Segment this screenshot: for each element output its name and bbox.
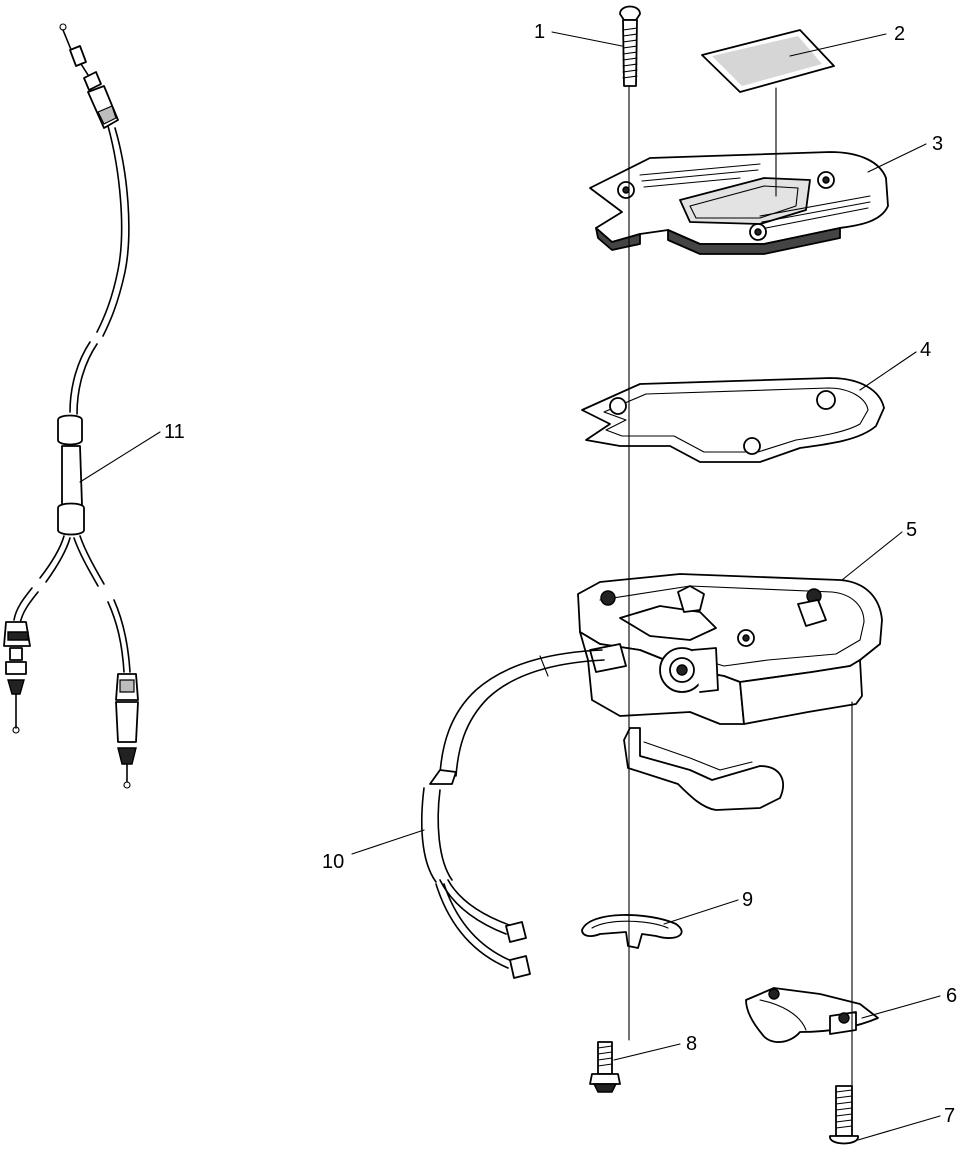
- callout-4: 4: [920, 339, 931, 361]
- callout-7: 7: [944, 1105, 955, 1127]
- screw-part-8: [589, 1041, 621, 1093]
- callout-10: 10: [322, 851, 344, 873]
- throttle-cable-part: [3, 23, 139, 789]
- screw-part-1: [619, 5, 641, 87]
- assembly-axes: [628, 85, 853, 1087]
- decal-part: [701, 29, 835, 93]
- callout-labels: 1 2 3 4 5 6 7 8 9 10 11: [164, 21, 957, 1127]
- cover-part: [589, 151, 889, 255]
- wire-harness-part: [421, 649, 605, 979]
- callout-9: 9: [742, 889, 753, 911]
- leader-lines: [79, 31, 941, 1141]
- clamp-part: [745, 987, 879, 1043]
- spring-part: [581, 914, 683, 949]
- callout-8: 8: [686, 1033, 697, 1055]
- gasket-part: [581, 377, 885, 463]
- callout-5: 5: [906, 519, 917, 541]
- housing-part: [577, 573, 883, 811]
- callout-1: 1: [534, 21, 545, 43]
- screw-part-7: [829, 1085, 859, 1145]
- callout-3: 3: [932, 133, 943, 155]
- callout-2: 2: [894, 23, 905, 45]
- callout-6: 6: [946, 985, 957, 1007]
- callout-11: 11: [164, 421, 185, 443]
